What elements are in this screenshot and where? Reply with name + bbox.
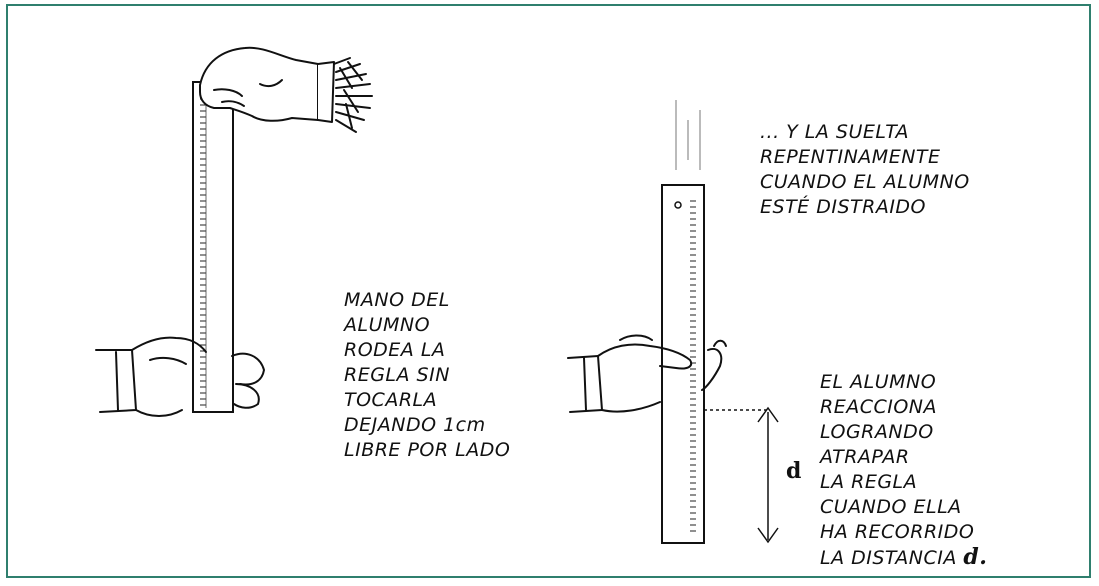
distance-symbol: d — [786, 458, 802, 484]
caption-line: LIBRE POR LADO — [344, 439, 511, 461]
distance-symbol-caption: d. — [963, 544, 988, 570]
caption-line: RODEA LA — [344, 339, 446, 361]
caption-line: HA RECORRIDO — [820, 521, 975, 543]
caption-line: ALUMNO — [344, 314, 431, 336]
figure-frame — [6, 4, 1091, 578]
caption-line: CUANDO EL ALUMNO — [760, 171, 970, 193]
caption-line: REPENTINAMENTE — [760, 146, 941, 168]
caption-line: EL ALUMNO — [820, 371, 937, 393]
caption-line: TOCARLA — [344, 389, 438, 411]
distance-marker — [704, 406, 779, 544]
caption-line: REACCIONA — [820, 396, 938, 418]
caption-line: REGLA SIN — [344, 364, 450, 386]
right-ruler — [661, 100, 705, 544]
left-caption: MANO DEL ALUMNO RODEA LA REGLA SIN TOCAR… — [344, 288, 510, 463]
caption-line: LA DISTANCIA d. — [820, 545, 987, 571]
caption-line: ATRAPAR — [820, 446, 910, 468]
student-hand-left-icon — [95, 336, 265, 417]
caption-line: ... Y LA SUELTA — [760, 121, 910, 143]
caption-line: LA REGLA — [820, 471, 918, 493]
caption-line: ESTÉ DISTRAIDO — [760, 196, 927, 218]
student-hand-right-icon — [567, 334, 727, 413]
caption-line: CUANDO ELLA — [820, 496, 962, 518]
top-right-caption: ... Y LA SUELTA REPENTINAMENTE CUANDO EL… — [760, 120, 970, 220]
caption-line: DEJANDO 1cm — [344, 414, 486, 436]
teacher-hand-icon — [199, 46, 373, 133]
bottom-right-caption: EL ALUMNO REACCIONA LOGRANDO ATRAPAR LA … — [820, 370, 987, 571]
left-ruler — [192, 81, 234, 413]
caption-line-text: LA DISTANCIA — [820, 547, 957, 569]
caption-line: LOGRANDO — [820, 421, 934, 443]
caption-line: MANO DEL — [344, 289, 450, 311]
